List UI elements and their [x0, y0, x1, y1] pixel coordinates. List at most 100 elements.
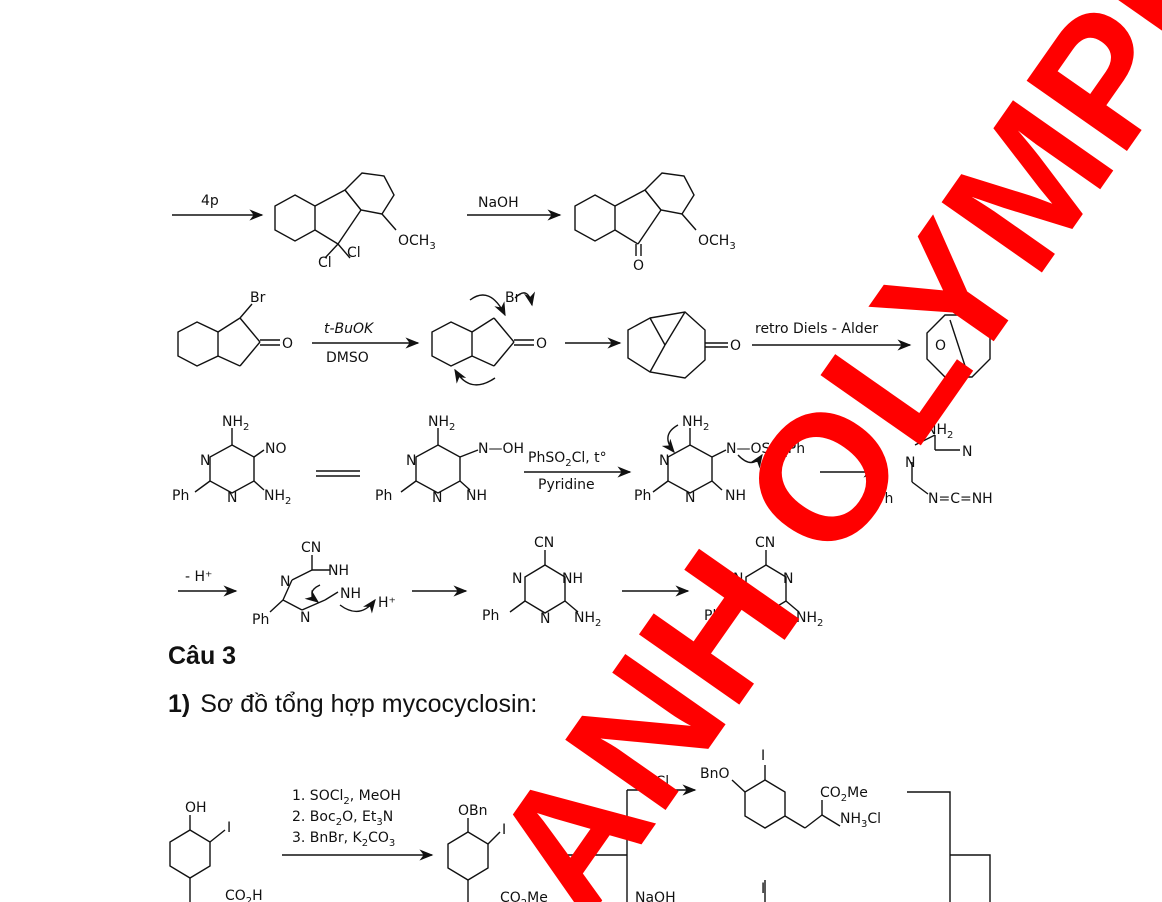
reagent-label: DMSO — [326, 350, 369, 366]
atom-label: N — [733, 571, 743, 587]
atom-label: N — [962, 444, 972, 460]
substituent-label: BnO — [700, 766, 730, 782]
atom-label: I — [761, 748, 765, 764]
substituent-label: N—OH — [478, 441, 524, 457]
substituent-label: N—OSO2Ph — [726, 441, 805, 460]
reagent-label: PhSO2Cl, t° — [528, 450, 607, 469]
atom-label: O — [536, 336, 547, 352]
substituent-label: CN — [534, 535, 554, 551]
section-heading: Câu 3 — [168, 642, 237, 670]
atom-label: H⁺ — [378, 595, 396, 611]
atom-label: N — [761, 611, 771, 627]
substituent-label: NO — [265, 441, 287, 457]
substituent-label: Ph — [172, 488, 189, 504]
substituent-label: OBn — [458, 803, 488, 819]
substituent-label: OCH3 — [698, 233, 736, 252]
molecule-oxime-tautomer — [400, 428, 479, 494]
atom-label: O — [633, 258, 644, 274]
atom-label: O — [730, 338, 741, 354]
substituent-label: NH2 — [796, 610, 823, 629]
reagent-label: 1. SOCl2, MeOH — [292, 788, 401, 807]
atom-label: N — [685, 490, 695, 506]
substituent-label: Cl — [318, 255, 332, 271]
atom-label: O — [935, 338, 946, 354]
substituent-label: N=C=NH — [928, 491, 993, 507]
molecule-aminotriazine — [730, 550, 800, 614]
molecule-amine-salt — [731, 765, 841, 829]
reagent-label: - H⁺ — [185, 569, 212, 585]
substituent-label: Ph — [634, 488, 651, 504]
reagent-label: t-BuOK — [324, 321, 375, 337]
molecule-sulfonyl-oxime — [652, 424, 763, 494]
atom-label: Br — [505, 290, 521, 306]
atom-label: N — [512, 571, 522, 587]
substituent-label: OCH3 — [398, 233, 436, 252]
atom-label: O — [282, 336, 293, 352]
atom-label: N — [200, 453, 210, 469]
molecule-nitrosopyrimidine — [194, 428, 265, 494]
molecule-dichlorofluorene — [274, 172, 397, 259]
scheme-4 — [178, 550, 800, 614]
scheme-2 — [177, 291, 991, 386]
question-title: 1) Sơ đồ tổng hợp mycocyclosin: — [168, 690, 537, 719]
substituent-label: NH — [562, 571, 583, 587]
scheme-5 — [169, 765, 991, 902]
molecule-triazinium — [509, 550, 579, 614]
molecule-open-chain-intermediate — [269, 555, 376, 614]
substituent-label: Ph — [876, 491, 893, 507]
atom-label: N — [432, 490, 442, 506]
molecule-protected-tyrosine — [447, 818, 501, 902]
substituent-label: CO2Me — [820, 785, 868, 804]
scheme-1 — [172, 172, 697, 259]
molecule-fluorenone — [574, 172, 697, 256]
atom-label: N — [280, 574, 290, 590]
substituent-label: Ph — [252, 612, 269, 628]
atom-label: I — [227, 820, 231, 836]
substituent-label: NH — [340, 586, 361, 602]
atom-label: N — [227, 490, 237, 506]
reagent-label: 4p — [201, 193, 219, 209]
molecule-bromoindanone — [177, 303, 280, 367]
substituent-label: CN — [301, 540, 321, 556]
molecule-cyclooctatetraene-product — [926, 314, 991, 378]
substituent-label: Ph — [482, 608, 499, 624]
reagent-label: NaOH — [478, 195, 519, 211]
atom-label: I — [761, 881, 765, 897]
atom-label: N — [905, 455, 915, 471]
reagent-label: NaOH — [635, 890, 676, 902]
substituent-label: NH — [466, 488, 487, 504]
atom-label: N — [783, 571, 793, 587]
substituent-label: NH2 — [574, 610, 601, 629]
atom-label: I — [502, 822, 506, 838]
substituent-label: NH2 — [264, 488, 291, 507]
substituent-label: NH3Cl — [840, 811, 881, 830]
substituent-label: NH2 — [428, 414, 455, 433]
reagent-label: HCl — [645, 774, 669, 790]
atom-label: N — [540, 611, 550, 627]
substituent-label: CO2Me — [500, 890, 548, 902]
reagent-label: 2. Boc2O, Et3N — [292, 809, 393, 828]
substituent-label: OH — [185, 800, 207, 816]
substituent-label: NH2 — [926, 422, 953, 441]
molecule-iodotyrosine — [169, 815, 226, 902]
molecule-ring-opened-cation — [911, 434, 960, 495]
question-number: 1) — [168, 690, 191, 718]
atom-label: N — [659, 453, 669, 469]
substituent-label: Cl — [347, 245, 361, 261]
reagent-label: 3. BnBr, K2CO3 — [292, 830, 395, 849]
molecule-enolate-intermediate — [431, 291, 536, 386]
question-text: Sơ đồ tổng hợp mycocyclosin: — [200, 690, 538, 718]
atom-label: N — [406, 453, 416, 469]
substituent-label: NH2 — [682, 414, 709, 433]
substituent-label: CN — [755, 535, 775, 551]
substituent-label: NH — [725, 488, 746, 504]
atom-label: Br — [250, 290, 266, 306]
substituent-label: CO2H — [225, 888, 263, 902]
substituent-label: NH — [328, 563, 349, 579]
scheme-3 — [194, 424, 960, 495]
substituent-label: Ph — [375, 488, 392, 504]
substituent-label: Ph — [704, 608, 721, 624]
atom-label: N — [300, 610, 310, 626]
reagent-label: Pyridine — [538, 477, 595, 493]
